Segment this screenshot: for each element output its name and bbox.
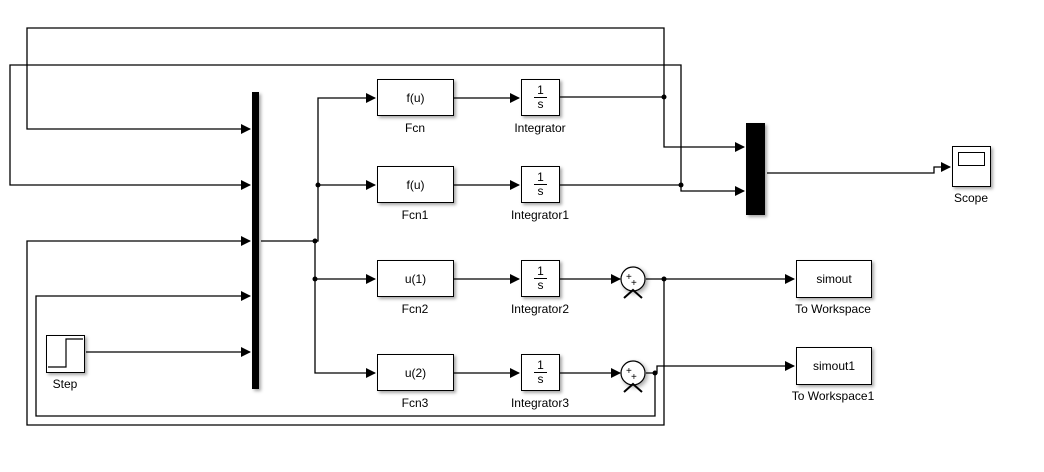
scope-screen-icon <box>958 152 985 166</box>
fcn3-label: Fcn3 <box>401 396 429 410</box>
svg-text:+: + <box>631 278 637 289</box>
svg-text:+: + <box>626 366 632 377</box>
fcn1-label: Fcn1 <box>401 208 429 222</box>
integrator1-label: Integrator1 <box>510 208 570 222</box>
step-label: Step <box>52 377 78 391</box>
to-workspace-block[interactable]: simout <box>796 260 872 298</box>
junction-dots <box>312 94 684 376</box>
sum1-block[interactable]: + + <box>620 360 646 393</box>
signal-sum-to-bus3 <box>26 236 665 426</box>
fcn3-block[interactable]: u(2) <box>377 354 454 391</box>
to-workspace1-block[interactable]: simout1 <box>796 347 872 385</box>
signal-sum1-to-bus4 <box>35 291 656 417</box>
scope-block[interactable] <box>952 146 991 187</box>
step-icon <box>48 338 83 368</box>
mux-bus[interactable] <box>252 92 259 389</box>
signal-integrator-to-bus1 <box>26 27 665 134</box>
svg-text:+: + <box>631 372 637 383</box>
to-workspace-label: To Workspace <box>795 302 871 316</box>
mux-scope[interactable] <box>746 123 765 215</box>
integrator2-label: Integrator2 <box>510 302 570 316</box>
fcn2-label: Fcn2 <box>401 302 429 316</box>
svg-text:+: + <box>626 272 632 283</box>
fcn-label: Fcn <box>404 121 426 135</box>
to-workspace1-label: To Workspace1 <box>791 389 875 403</box>
step-block[interactable] <box>46 335 85 373</box>
signal-integrator1-to-bus2 <box>9 64 682 190</box>
scope-label: Scope <box>953 191 989 205</box>
fcn-block[interactable]: f(u) <box>377 79 454 116</box>
sum-block[interactable]: + + <box>620 266 646 299</box>
integrator3-label: Integrator3 <box>510 396 570 410</box>
integrator-label: Integrator <box>514 121 566 135</box>
fcn1-block[interactable]: f(u) <box>377 166 454 203</box>
fcn2-block[interactable]: u(1) <box>377 260 454 297</box>
